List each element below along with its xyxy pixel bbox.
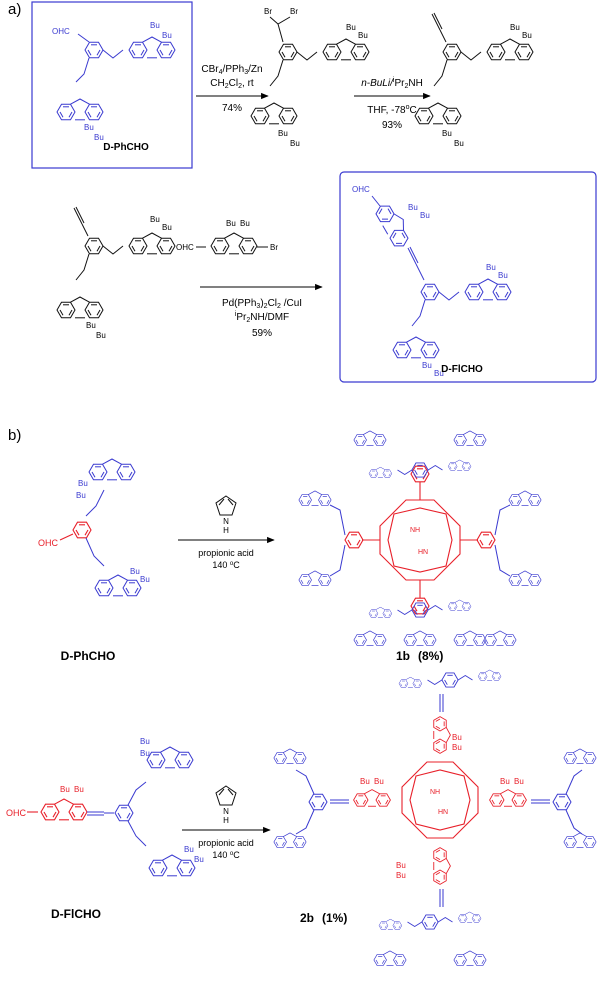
product-label-1b: 1b(8%)	[396, 649, 443, 663]
svg-text:Bu: Bu	[454, 139, 464, 148]
reagent-b1-line2: 140 oC	[212, 560, 240, 570]
svg-text:OHC: OHC	[176, 243, 194, 252]
svg-text:Br: Br	[270, 243, 278, 252]
svg-text:Bu: Bu	[442, 129, 452, 138]
part-a-label: a)	[8, 1, 21, 18]
svg-text:Bu: Bu	[408, 203, 418, 212]
molecule-dflcho-b: OHC Bu Bu Bu Bu Bu Bu	[6, 737, 204, 876]
svg-text:Bu: Bu	[140, 575, 150, 584]
step1-reagent-line2: CH2Cl2, rt	[210, 78, 254, 90]
svg-text:Bu: Bu	[226, 219, 236, 228]
bu-label: Bu	[94, 133, 104, 142]
svg-text:Bu: Bu	[240, 219, 250, 228]
br-label: Br	[290, 7, 298, 16]
svg-text:Bu: Bu	[358, 31, 368, 40]
svg-text:Bu: Bu	[396, 871, 406, 880]
svg-text:Bu: Bu	[510, 23, 520, 32]
molecule-dflcho-a: OHC Bu Bu Bu Bu Bu Bu	[352, 185, 511, 378]
svg-text:OHC: OHC	[38, 538, 59, 548]
pyrrole-reagent-1: N H	[215, 495, 237, 535]
svg-text:Bu: Bu	[140, 749, 150, 758]
svg-text:Bu: Bu	[60, 785, 70, 794]
svg-text:Bu: Bu	[150, 215, 160, 224]
molecule-bromofluorene-aldehyde: OHC Br Bu Bu	[176, 219, 278, 254]
svg-text:Bu: Bu	[184, 845, 194, 854]
svg-text:Bu: Bu	[346, 23, 356, 32]
svg-text:Bu: Bu	[360, 777, 370, 786]
svg-text:Bu: Bu	[498, 271, 508, 280]
svg-text:Bu: Bu	[194, 855, 204, 864]
start-label-row1: D-PhCHO	[61, 649, 116, 663]
bu-label: Bu	[84, 123, 94, 132]
svg-text:Bu: Bu	[374, 777, 384, 786]
molecule-dphcho-a: OHC Bu Bu Bu Bu	[52, 21, 175, 142]
part-b-label: b)	[8, 427, 21, 444]
svg-text:H: H	[223, 526, 229, 535]
svg-text:Bu: Bu	[76, 491, 86, 500]
svg-text:OHC: OHC	[6, 808, 27, 818]
svg-text:Bu: Bu	[522, 31, 532, 40]
molecule-alkyne-1: Bu Bu Bu Bu	[415, 12, 533, 148]
reagent-b2-line2: 140 oC	[212, 850, 240, 860]
svg-text:Bu: Bu	[422, 361, 432, 370]
svg-text:Bu: Bu	[74, 785, 84, 794]
reagent-b1-line1: propionic acid	[198, 548, 254, 558]
step1-yield: 74%	[222, 103, 242, 114]
svg-text:Bu: Bu	[452, 733, 462, 742]
molecule-dibromoolefin: Br Br Bu Bu Bu Bu	[251, 7, 369, 148]
svg-text:HN: HN	[418, 549, 428, 556]
svg-text:Bu: Bu	[78, 479, 88, 488]
svg-text:Bu: Bu	[486, 263, 496, 272]
svg-text:Bu: Bu	[434, 369, 444, 378]
step1-reagent-line1: CBr4/PPh3/Zn	[201, 64, 262, 76]
step2-reagent-line1: n-BuLi/iPr2NH	[361, 77, 423, 90]
svg-text:NH: NH	[410, 527, 420, 534]
step3-yield: 59%	[252, 328, 272, 339]
porphyrin-2b: NH HN Bu Bu Bu Bu Bu Bu Bu Bu	[274, 631, 596, 966]
ohc-label: OHC	[52, 27, 70, 36]
svg-text:H: H	[223, 816, 229, 825]
reagent-b2-line1: propionic acid	[198, 838, 254, 848]
svg-text:Bu: Bu	[420, 211, 430, 220]
br-label: Br	[264, 7, 272, 16]
svg-text:Bu: Bu	[130, 567, 140, 576]
porphyrin-1b: NH HN	[299, 431, 541, 646]
pyrrole-reagent-2: N H	[215, 785, 237, 825]
svg-text:Bu: Bu	[514, 777, 524, 786]
svg-text:Bu: Bu	[500, 777, 510, 786]
svg-text:Bu: Bu	[96, 331, 106, 340]
svg-text:Bu: Bu	[278, 129, 288, 138]
start-label-row2: D-FlCHO	[51, 907, 101, 921]
svg-text:HN: HN	[438, 809, 448, 816]
step3-reagent-line1: Pd(PPh3)2Cl2 /CuI	[222, 298, 302, 310]
highlight-box-dflcho	[339, 171, 597, 383]
compound-label-dflcho: D-FlCHO	[441, 364, 483, 375]
svg-text:N: N	[223, 807, 229, 816]
svg-text:Bu: Bu	[396, 861, 406, 870]
svg-text:Bu: Bu	[162, 223, 172, 232]
svg-text:Bu: Bu	[140, 737, 150, 746]
svg-text:N: N	[223, 517, 229, 526]
product-label-2b: 2b(1%)	[300, 911, 347, 925]
highlight-box-dphcho	[31, 1, 193, 169]
bu-label: Bu	[162, 31, 172, 40]
step2-reagent-line2: THF, -78oC	[367, 104, 416, 116]
step2-yield: 93%	[382, 120, 402, 131]
svg-text:Bu: Bu	[290, 139, 300, 148]
step3-reagent-line2: iPr2NH/DMF	[235, 311, 289, 324]
svg-text:NH: NH	[430, 789, 440, 796]
compound-label-dphcho: D-PhCHO	[103, 142, 149, 153]
molecule-dphcho-b: Bu Bu OHC Bu Bu	[38, 459, 150, 596]
svg-text:Bu: Bu	[452, 743, 462, 752]
molecule-alkyne-2: Bu Bu Bu Bu	[57, 206, 175, 340]
bu-label: Bu	[150, 21, 160, 30]
svg-text:OHC: OHC	[352, 185, 370, 194]
svg-text:Bu: Bu	[86, 321, 96, 330]
